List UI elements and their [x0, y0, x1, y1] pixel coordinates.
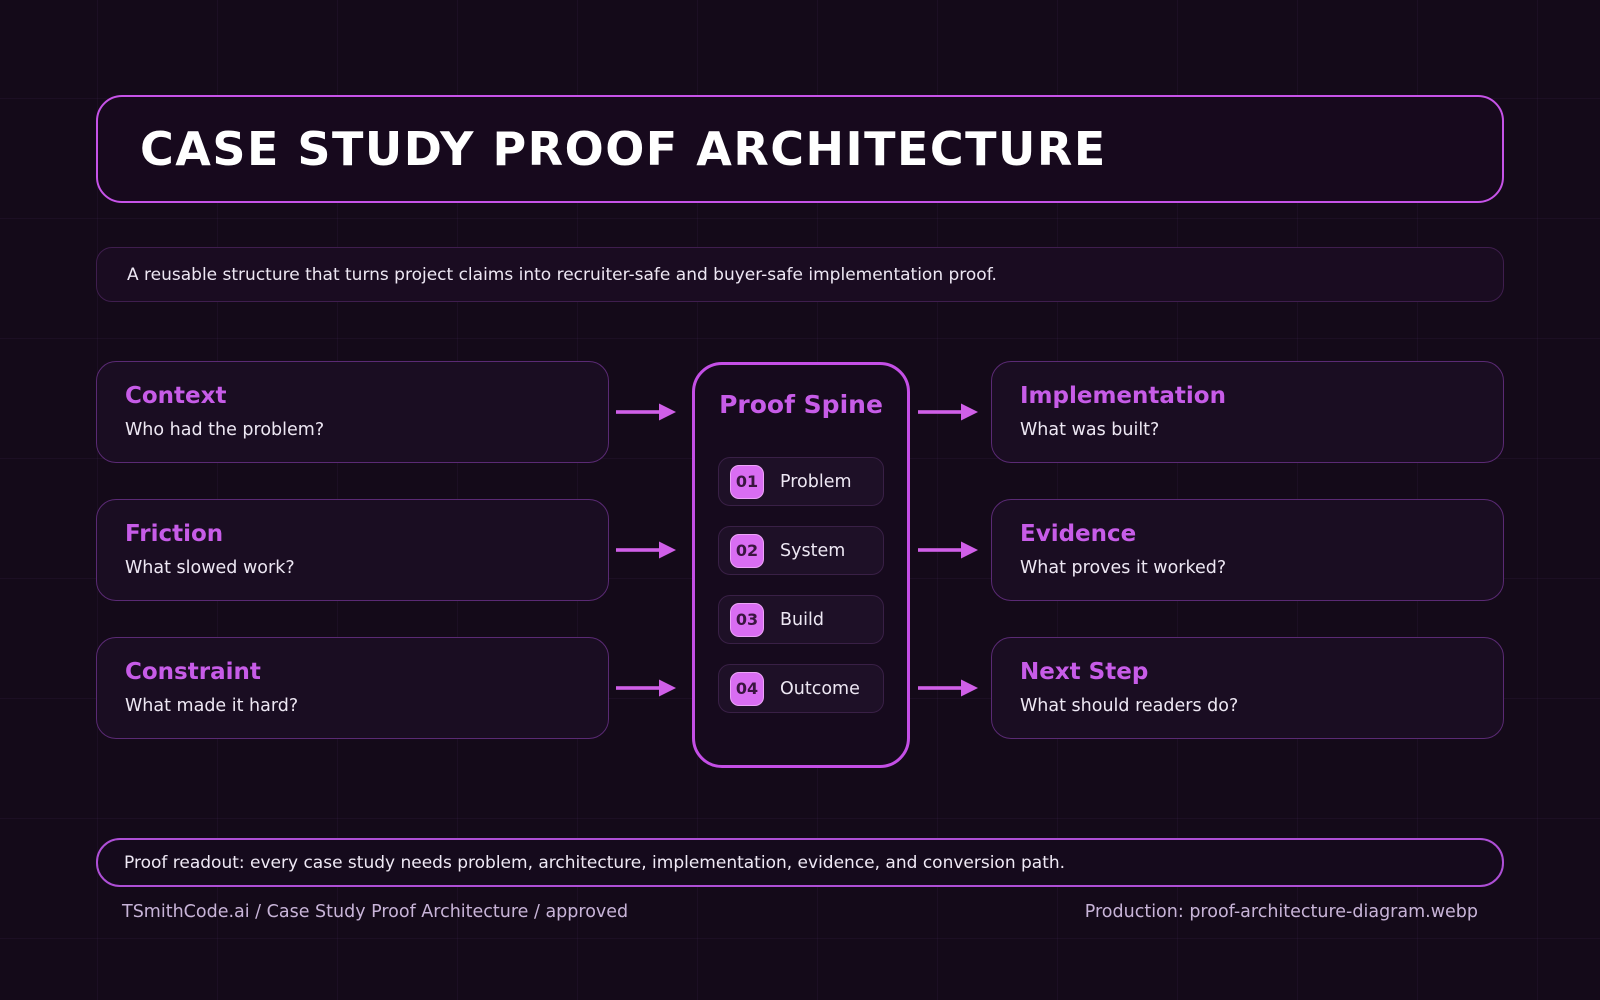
spine-step-build: 03 Build: [718, 595, 884, 644]
implementation-heading: Implementation: [1020, 383, 1226, 409]
step-label: System: [780, 540, 846, 561]
arrow-right-icon: [916, 540, 980, 560]
step-label: Problem: [780, 471, 852, 492]
step-number-badge: 04: [730, 671, 764, 706]
context-box: Context Who had the problem?: [96, 361, 609, 463]
subtitle-text: A reusable structure that turns project …: [127, 264, 997, 285]
evidence-box: Evidence What proves it worked?: [991, 499, 1504, 601]
constraint-box: Constraint What made it hard?: [96, 637, 609, 739]
subtitle-strip: A reusable structure that turns project …: [96, 247, 1504, 302]
proof-spine-steps: 01 Problem 02 System 03 Build 04 Outcome: [718, 457, 884, 713]
evidence-body: What proves it worked?: [1020, 558, 1227, 578]
proof-readout-text: Proof readout: every case study needs pr…: [124, 852, 1066, 873]
next-step-body: What should readers do?: [1020, 696, 1239, 716]
proof-spine-title: Proof Spine: [719, 390, 883, 419]
spine-step-outcome: 04 Outcome: [718, 664, 884, 713]
proof-readout-strip: Proof readout: every case study needs pr…: [96, 838, 1504, 887]
proof-spine-box: Proof Spine 01 Problem 02 System 03 Buil…: [692, 362, 910, 768]
context-body: Who had the problem?: [125, 420, 325, 440]
step-label: Build: [780, 609, 824, 630]
next-step-heading: Next Step: [1020, 659, 1149, 685]
implementation-body: What was built?: [1020, 420, 1160, 440]
step-number-badge: 01: [730, 464, 764, 499]
arrow-right-icon: [916, 402, 980, 422]
page-title: CASE STUDY PROOF ARCHITECTURE: [140, 122, 1107, 176]
friction-box: Friction What slowed work?: [96, 499, 609, 601]
arrow-right-icon: [614, 540, 678, 560]
footer-attribution: TSmithCode.ai / Case Study Proof Archite…: [122, 902, 629, 922]
context-heading: Context: [125, 383, 227, 409]
spine-step-system: 02 System: [718, 526, 884, 575]
implementation-box: Implementation What was built?: [991, 361, 1504, 463]
arrow-right-icon: [916, 678, 980, 698]
next-step-box: Next Step What should readers do?: [991, 637, 1504, 739]
friction-heading: Friction: [125, 521, 224, 547]
title-banner: CASE STUDY PROOF ARCHITECTURE: [96, 95, 1504, 203]
evidence-heading: Evidence: [1020, 521, 1137, 547]
step-number-badge: 03: [730, 602, 764, 637]
constraint-body: What made it hard?: [125, 696, 299, 716]
constraint-heading: Constraint: [125, 659, 261, 685]
arrow-right-icon: [614, 402, 678, 422]
arrow-right-icon: [614, 678, 678, 698]
step-number-badge: 02: [730, 533, 764, 568]
step-label: Outcome: [780, 678, 860, 699]
spine-step-problem: 01 Problem: [718, 457, 884, 506]
friction-body: What slowed work?: [125, 558, 295, 578]
footer-filename: Production: proof-architecture-diagram.w…: [1084, 902, 1478, 922]
